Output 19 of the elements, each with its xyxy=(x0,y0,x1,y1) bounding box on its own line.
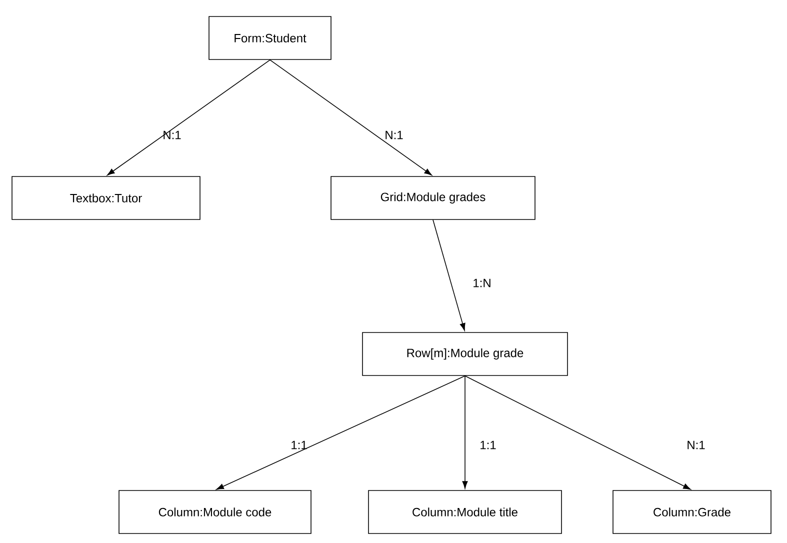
edge-label: 1:1 xyxy=(292,440,307,450)
label-box: Row[m]:Module grade xyxy=(362,332,568,376)
arrow xyxy=(432,220,466,331)
label-box: Grid:Module grades xyxy=(330,176,536,220)
label-box: Column:Module code xyxy=(118,490,312,534)
arrow xyxy=(462,376,468,489)
edge-label: N:1 xyxy=(688,440,705,450)
arrow xyxy=(270,60,432,176)
edge-label: N:1 xyxy=(386,130,403,140)
arrow xyxy=(107,60,270,176)
label-box: Column:Grade xyxy=(612,490,772,534)
edge-label: N:1 xyxy=(164,130,181,140)
arrow xyxy=(216,376,466,490)
label-box: Column:Module title xyxy=(368,490,562,534)
edge-label: 1:N xyxy=(474,278,490,288)
label-box: Form:Student xyxy=(208,16,332,60)
label-box: Textbox:Tutor xyxy=(12,176,200,220)
edge-label: 1:1 xyxy=(480,440,496,450)
arrow xyxy=(464,376,691,490)
